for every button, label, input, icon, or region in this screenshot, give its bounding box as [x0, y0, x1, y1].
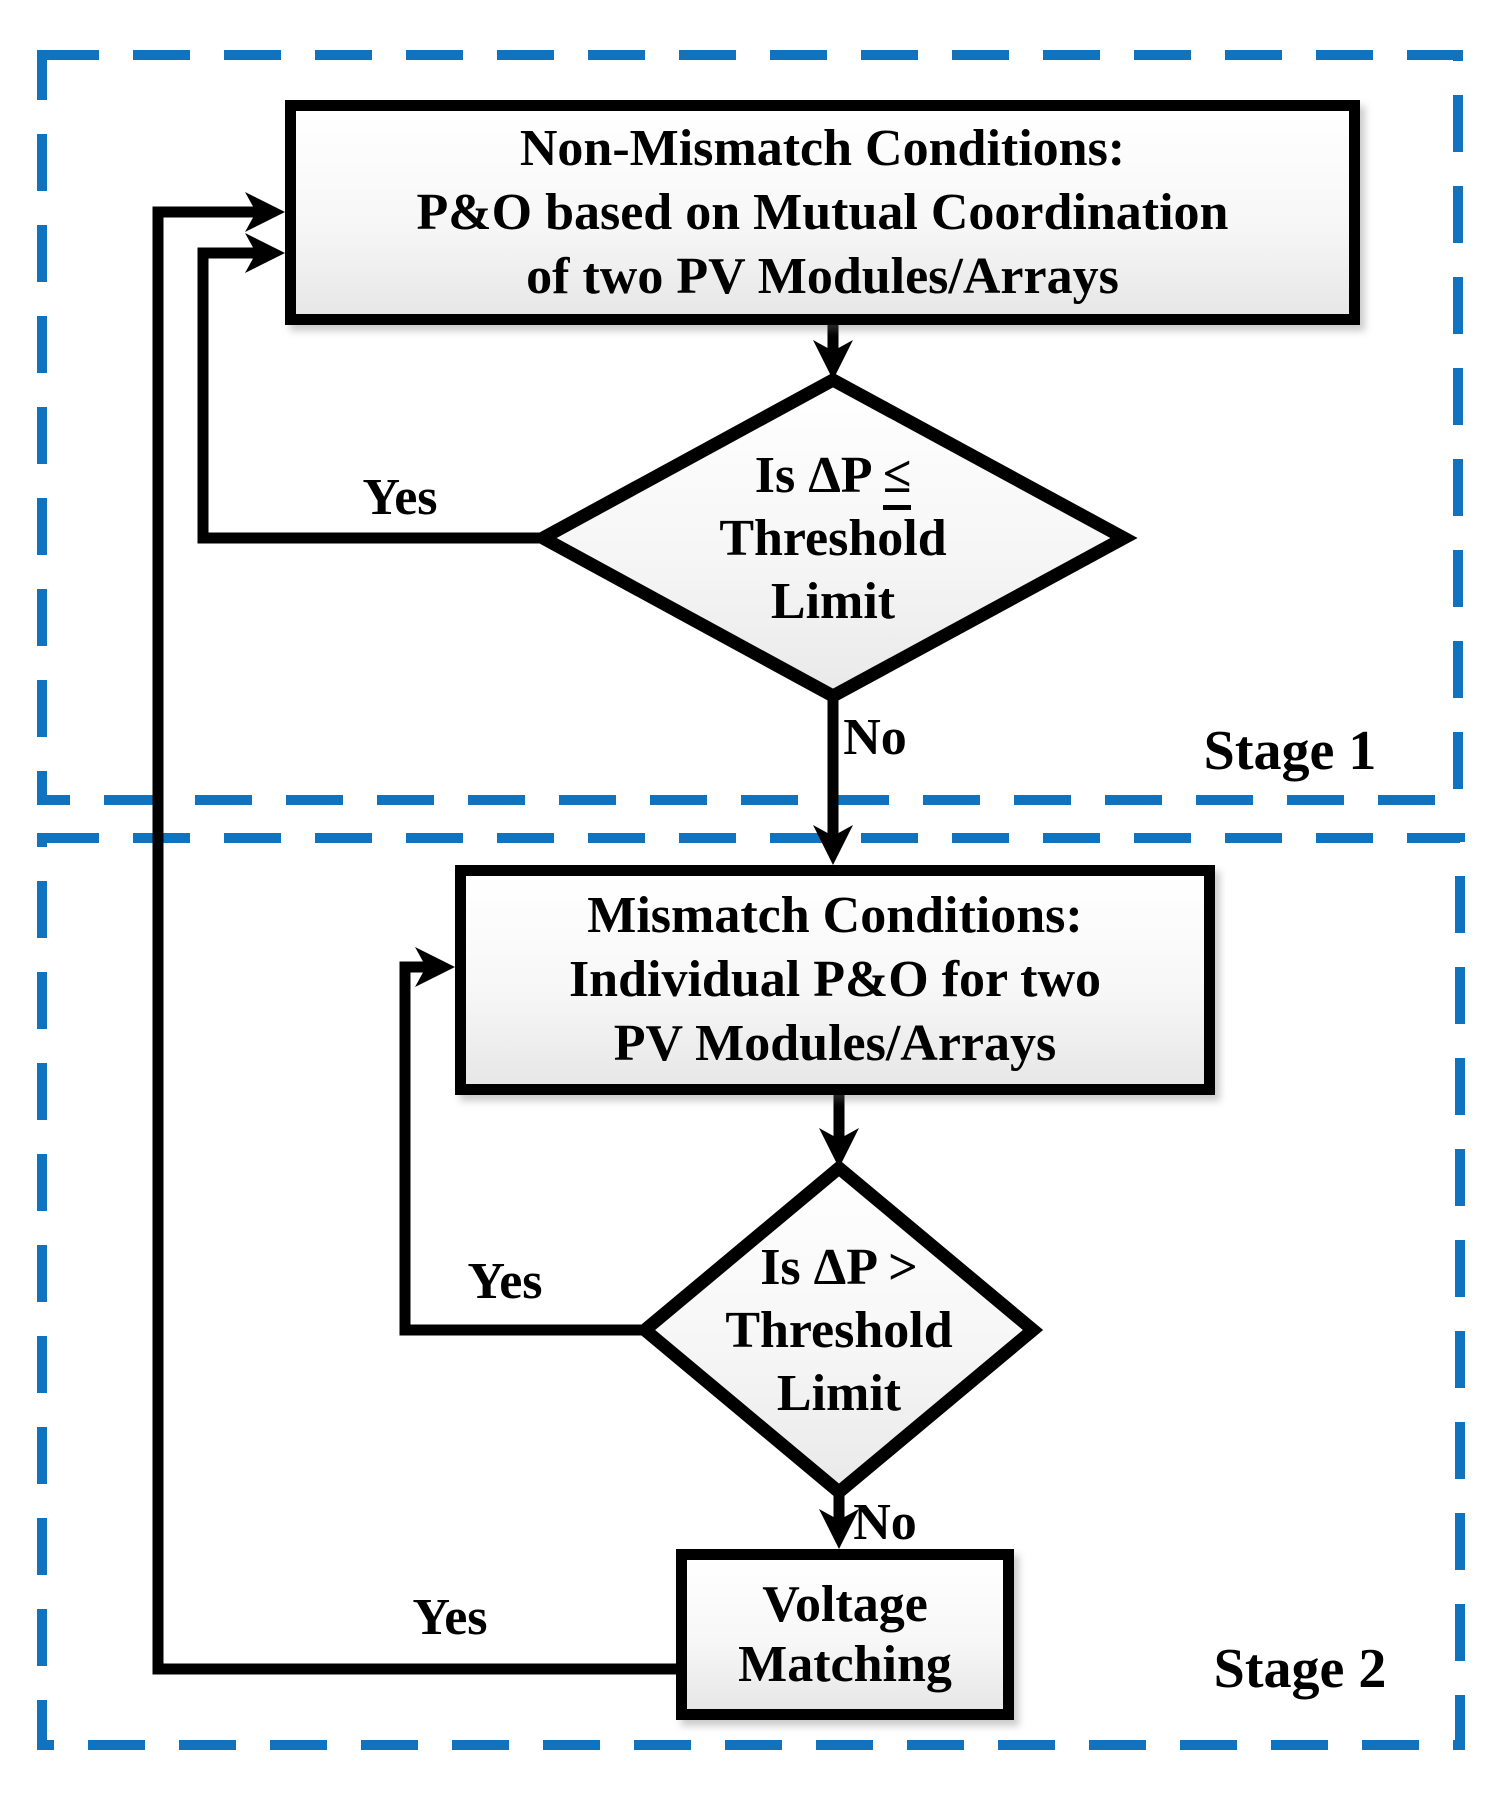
stage2-decision-line1: Is ΔP > [760, 1238, 918, 1296]
arrowhead-right-box1-return [245, 192, 285, 232]
arrowhead-down-voltage [819, 1509, 859, 1549]
stage1-dashed-border [37, 50, 1463, 805]
stage2-no-label: No [853, 1494, 917, 1551]
arrow-voltage-yes-return-loop [152, 206, 676, 1675]
arrowhead-down-diamond2 [819, 1128, 859, 1168]
stage1-process-box: Non-Mismatch Conditions: P&O based on Mu… [285, 100, 1360, 325]
greater-than-operator: > [888, 1238, 918, 1296]
less-equal-operator: ≤ [882, 446, 912, 510]
arrowhead-down-box2 [813, 825, 853, 865]
stage2-decision-line2: Threshold [725, 1301, 953, 1359]
stage2-decision-line3: Limit [776, 1364, 902, 1422]
stage1-process-line3: of two PV Modules/Arrays [526, 247, 1119, 305]
stage2-process-line3: PV Modules/Arrays [613, 1015, 1057, 1072]
stage2-decision-text: Is ΔP > Threshold Limit [659, 1206, 1019, 1454]
voltage-matching-line2: Matching [738, 1635, 952, 1693]
stage2-process-box: Mismatch Conditions: Individual P&O for … [455, 865, 1215, 1095]
voltage-matching-box: Voltage Matching [676, 1549, 1014, 1720]
arrowhead-right-box1-yes [245, 233, 285, 273]
stage2-dashed-border [37, 833, 1465, 1750]
stage1-process-line1: Non-Mismatch Conditions: [519, 119, 1126, 177]
stage1-decision-line1: Is ΔP ≤ [755, 444, 912, 510]
arrowhead-right-box2-yes [415, 947, 455, 987]
stage1-process-line2: P&O based on Mutual Coordination [416, 183, 1229, 241]
stage1-decision-text: Is ΔP ≤ Threshold Limit [633, 414, 1033, 662]
stage2-caption: Stage 2 [1213, 1638, 1387, 1700]
stage2-process-line2: Individual P&O for two [568, 951, 1102, 1008]
stage1-yes-label: Yes [362, 469, 438, 526]
voltage-matching-line1: Voltage [762, 1575, 928, 1633]
stage1-decision-diamond [529, 372, 1138, 704]
stage2-process-line1: Mismatch Conditions: [587, 887, 1083, 944]
stage1-no-label: No [843, 709, 907, 766]
stage1-decision-line3: Limit [770, 572, 896, 630]
arrow-diamond1-yes-loop [197, 247, 543, 544]
stage2-yes-label: Yes [467, 1253, 543, 1310]
arrowhead-down-diamond1 [813, 340, 853, 380]
stage1-caption: Stage 1 [1203, 720, 1377, 782]
arrow-diamond2-yes-loop [399, 961, 645, 1336]
stage1-decision-line2: Threshold [719, 509, 947, 567]
stage2-decision-diamond [634, 1159, 1044, 1501]
voltage-return-yes-label: Yes [412, 1589, 488, 1646]
